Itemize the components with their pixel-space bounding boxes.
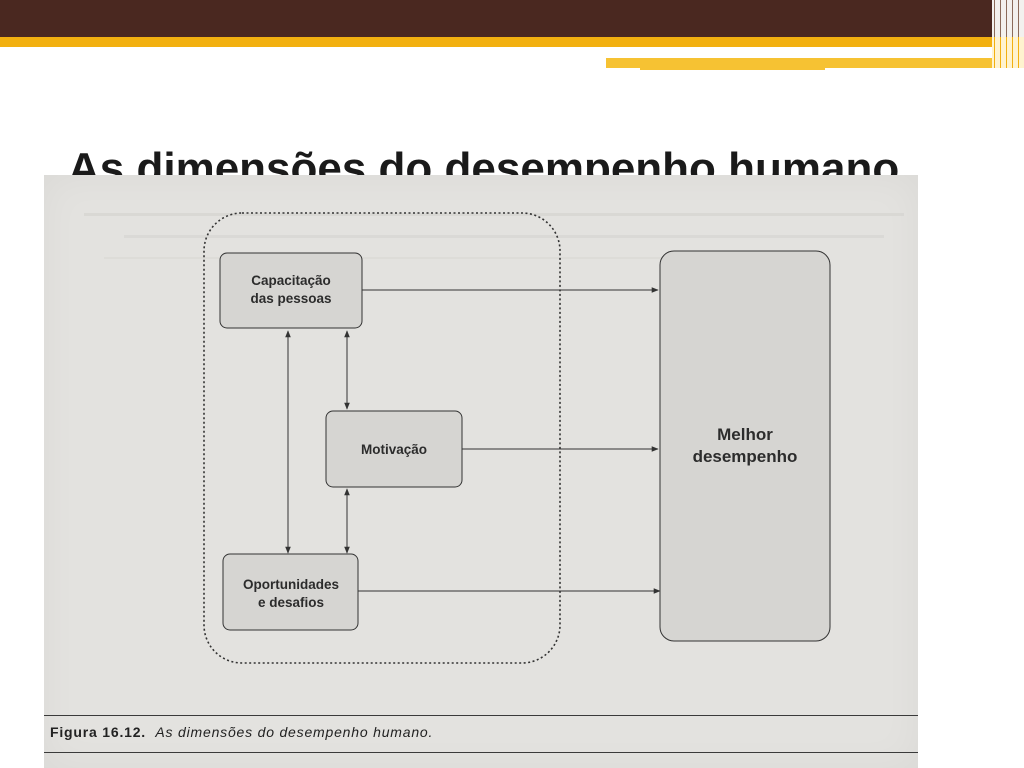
node-oportunidades-line-1: Oportunidades	[243, 577, 339, 592]
caption-rule-top	[44, 715, 918, 716]
dimensions-diagram: Capacitação das pessoas Motivação Oportu…	[203, 212, 831, 664]
corner-decoration-gold	[992, 37, 1024, 68]
grouping-boundary	[203, 212, 561, 664]
figure-caption-text: As dimensões do desempenho humano.	[155, 724, 434, 740]
accent-line-thin	[640, 68, 825, 70]
figure-number: Figura 16.12.	[50, 724, 146, 740]
caption-rule-bottom	[44, 752, 918, 753]
node-motivacao: Motivação	[325, 410, 463, 488]
node-oportunidades: Oportunidades e desafios	[222, 553, 359, 631]
node-melhor-desempenho: Melhor desempenho	[659, 250, 831, 642]
node-melhor-line-1: Melhor	[717, 425, 773, 444]
node-capacitacao: Capacitação das pessoas	[219, 252, 363, 329]
node-capacitacao-line-1: Capacitação	[251, 273, 331, 288]
node-oportunidades-line-2: e desafios	[258, 595, 324, 610]
figure-scan: Capacitação das pessoas Motivação Oportu…	[44, 175, 918, 768]
node-capacitacao-line-2: das pessoas	[250, 291, 331, 306]
figure-caption: Figura 16.12. As dimensões do desempenho…	[50, 724, 433, 740]
node-motivacao-line-1: Motivação	[361, 442, 427, 457]
header-bar	[0, 0, 1024, 37]
node-melhor-line-2: desempenho	[693, 447, 798, 466]
accent-line	[606, 58, 1001, 68]
accent-band	[0, 37, 1000, 47]
